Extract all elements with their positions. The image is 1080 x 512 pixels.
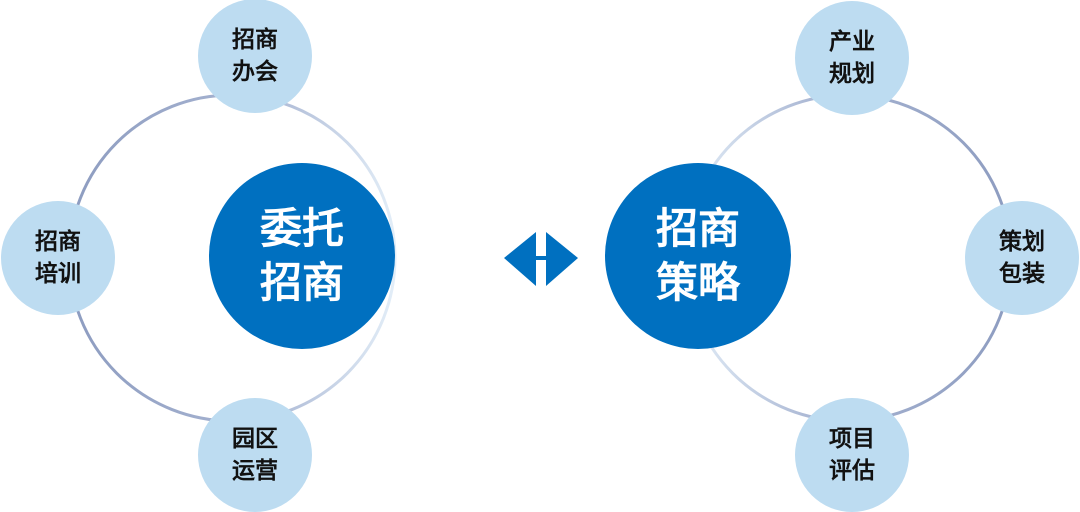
double-arrow-icon [504, 232, 578, 286]
label: 项目 [829, 426, 875, 452]
label: 策划 [999, 229, 1045, 255]
label: 包装 [999, 261, 1045, 287]
label: 办会 [232, 59, 278, 85]
right-center-circle: 招商策略 [605, 163, 791, 349]
label: 招商 [655, 204, 740, 253]
label: 策略 [655, 258, 740, 307]
label: 培训 [35, 261, 81, 287]
label: 规划 [829, 61, 875, 87]
label: 招商 [35, 229, 81, 255]
label: 产业 [829, 29, 875, 55]
label: 招商 [259, 258, 344, 307]
label: 委托 [259, 204, 344, 253]
label: 园区 [232, 426, 278, 452]
label: 评估 [829, 458, 875, 484]
right-node-bottom: 项目评估 [795, 398, 909, 512]
right-node-top: 产业规划 [795, 1, 909, 115]
left-center-circle: 委托招商 [209, 163, 395, 349]
right-node-middle: 策划包装 [965, 201, 1079, 315]
label: 运营 [232, 458, 278, 484]
left-node-top: 招商办会 [198, 0, 312, 113]
left-node-middle: 招商培训 [1, 201, 115, 315]
label: 招商 [232, 27, 278, 53]
left-node-bottom: 园区运营 [198, 398, 312, 512]
